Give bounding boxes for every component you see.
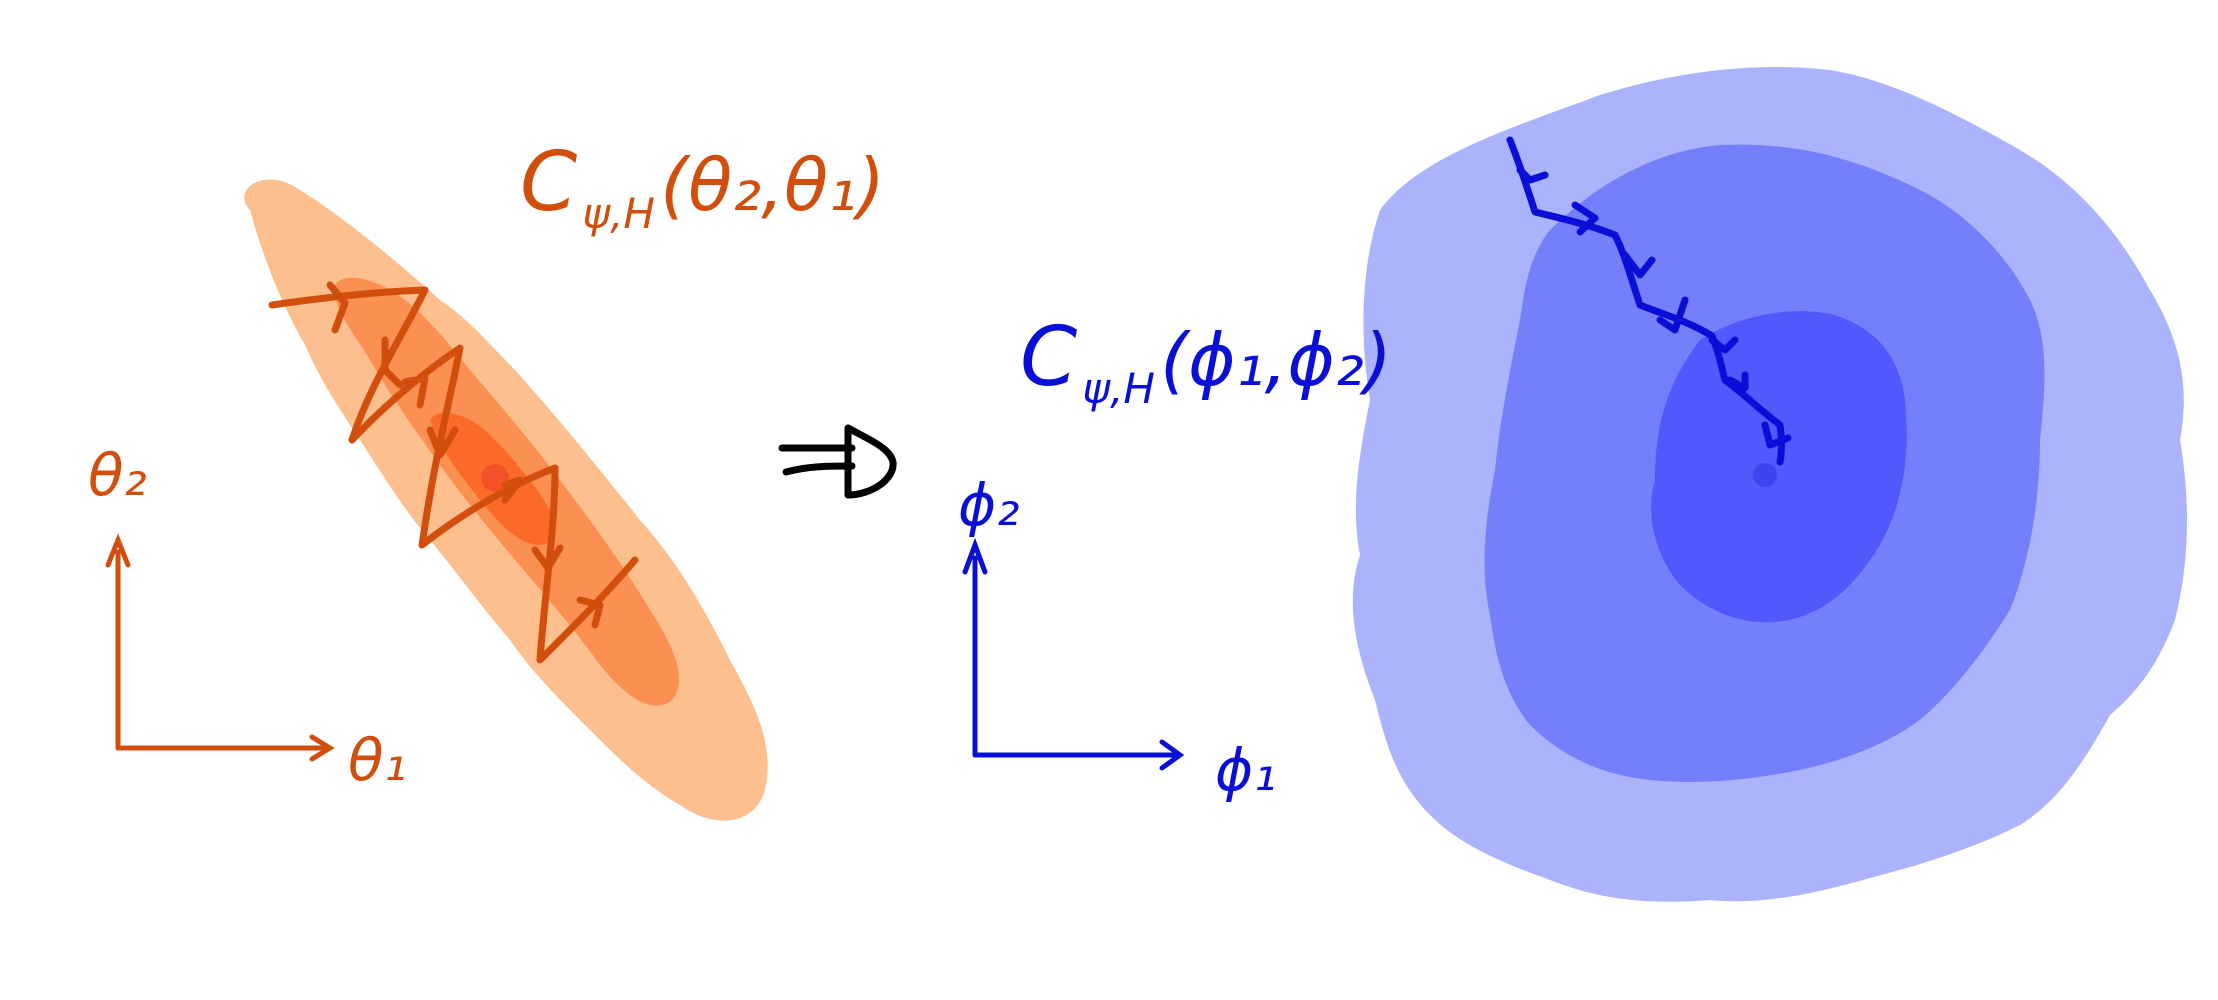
right-x-axis-label: ϕ₁ <box>1215 736 1277 804</box>
left-axes <box>105 533 335 762</box>
blue-descent-path <box>1506 136 1792 466</box>
blue-arrowhead-1 <box>1516 166 1549 184</box>
right-panel: ϕ₂ ϕ₁ C ψ,H (ϕ₁,ϕ₂) <box>958 67 2187 902</box>
blue-inner-contour <box>1651 311 1907 623</box>
blue-arrowhead-3 <box>1621 251 1656 279</box>
orange-arrowhead-5 <box>501 476 524 504</box>
orange-arrowhead-2 <box>381 336 404 389</box>
blue-arrowhead-2 <box>1571 201 1599 236</box>
orange-arrowhead-7 <box>576 596 604 629</box>
transform-arrow <box>778 424 897 499</box>
left-x-axis-arrowhead <box>309 734 335 762</box>
blue-density-blob <box>1352 67 2187 902</box>
right-axes <box>962 537 1185 771</box>
right-cost-label: C ψ,H (ϕ₁,ϕ₂) <box>1020 310 1392 413</box>
blue-center-dot <box>1753 463 1777 487</box>
transform-arrow-shaft-bottom <box>782 462 856 476</box>
orange-arrowhead-3 <box>401 374 429 409</box>
left-cost-label: C ψ,H (θ₂,θ₁) <box>520 135 885 238</box>
blue-arrowhead-7 <box>1761 421 1792 449</box>
blue-arrowhead-5 <box>1708 336 1739 354</box>
right-y-axis-label: ϕ₂ <box>958 471 1020 539</box>
orange-zigzag-path <box>268 281 639 664</box>
left-y-axis-arrowhead <box>105 533 131 568</box>
left-y-axis-label: θ₂ <box>88 441 147 509</box>
left-panel: θ₂ θ₁ C ψ,H (θ₂,θ₁) <box>88 135 885 821</box>
orange-arrowhead-4 <box>426 426 459 459</box>
right-x-axis-arrowhead <box>1159 739 1185 771</box>
left-x-axis-label: θ₁ <box>348 726 407 794</box>
right-y-axis-arrowhead <box>962 537 988 575</box>
orange-arrowhead-6 <box>531 544 564 572</box>
transform-arrow-head <box>844 424 897 499</box>
orange-arrowhead-1 <box>326 281 349 334</box>
blue-arrowhead-4 <box>1656 296 1689 334</box>
blue-arrowhead-6 <box>1726 371 1749 392</box>
